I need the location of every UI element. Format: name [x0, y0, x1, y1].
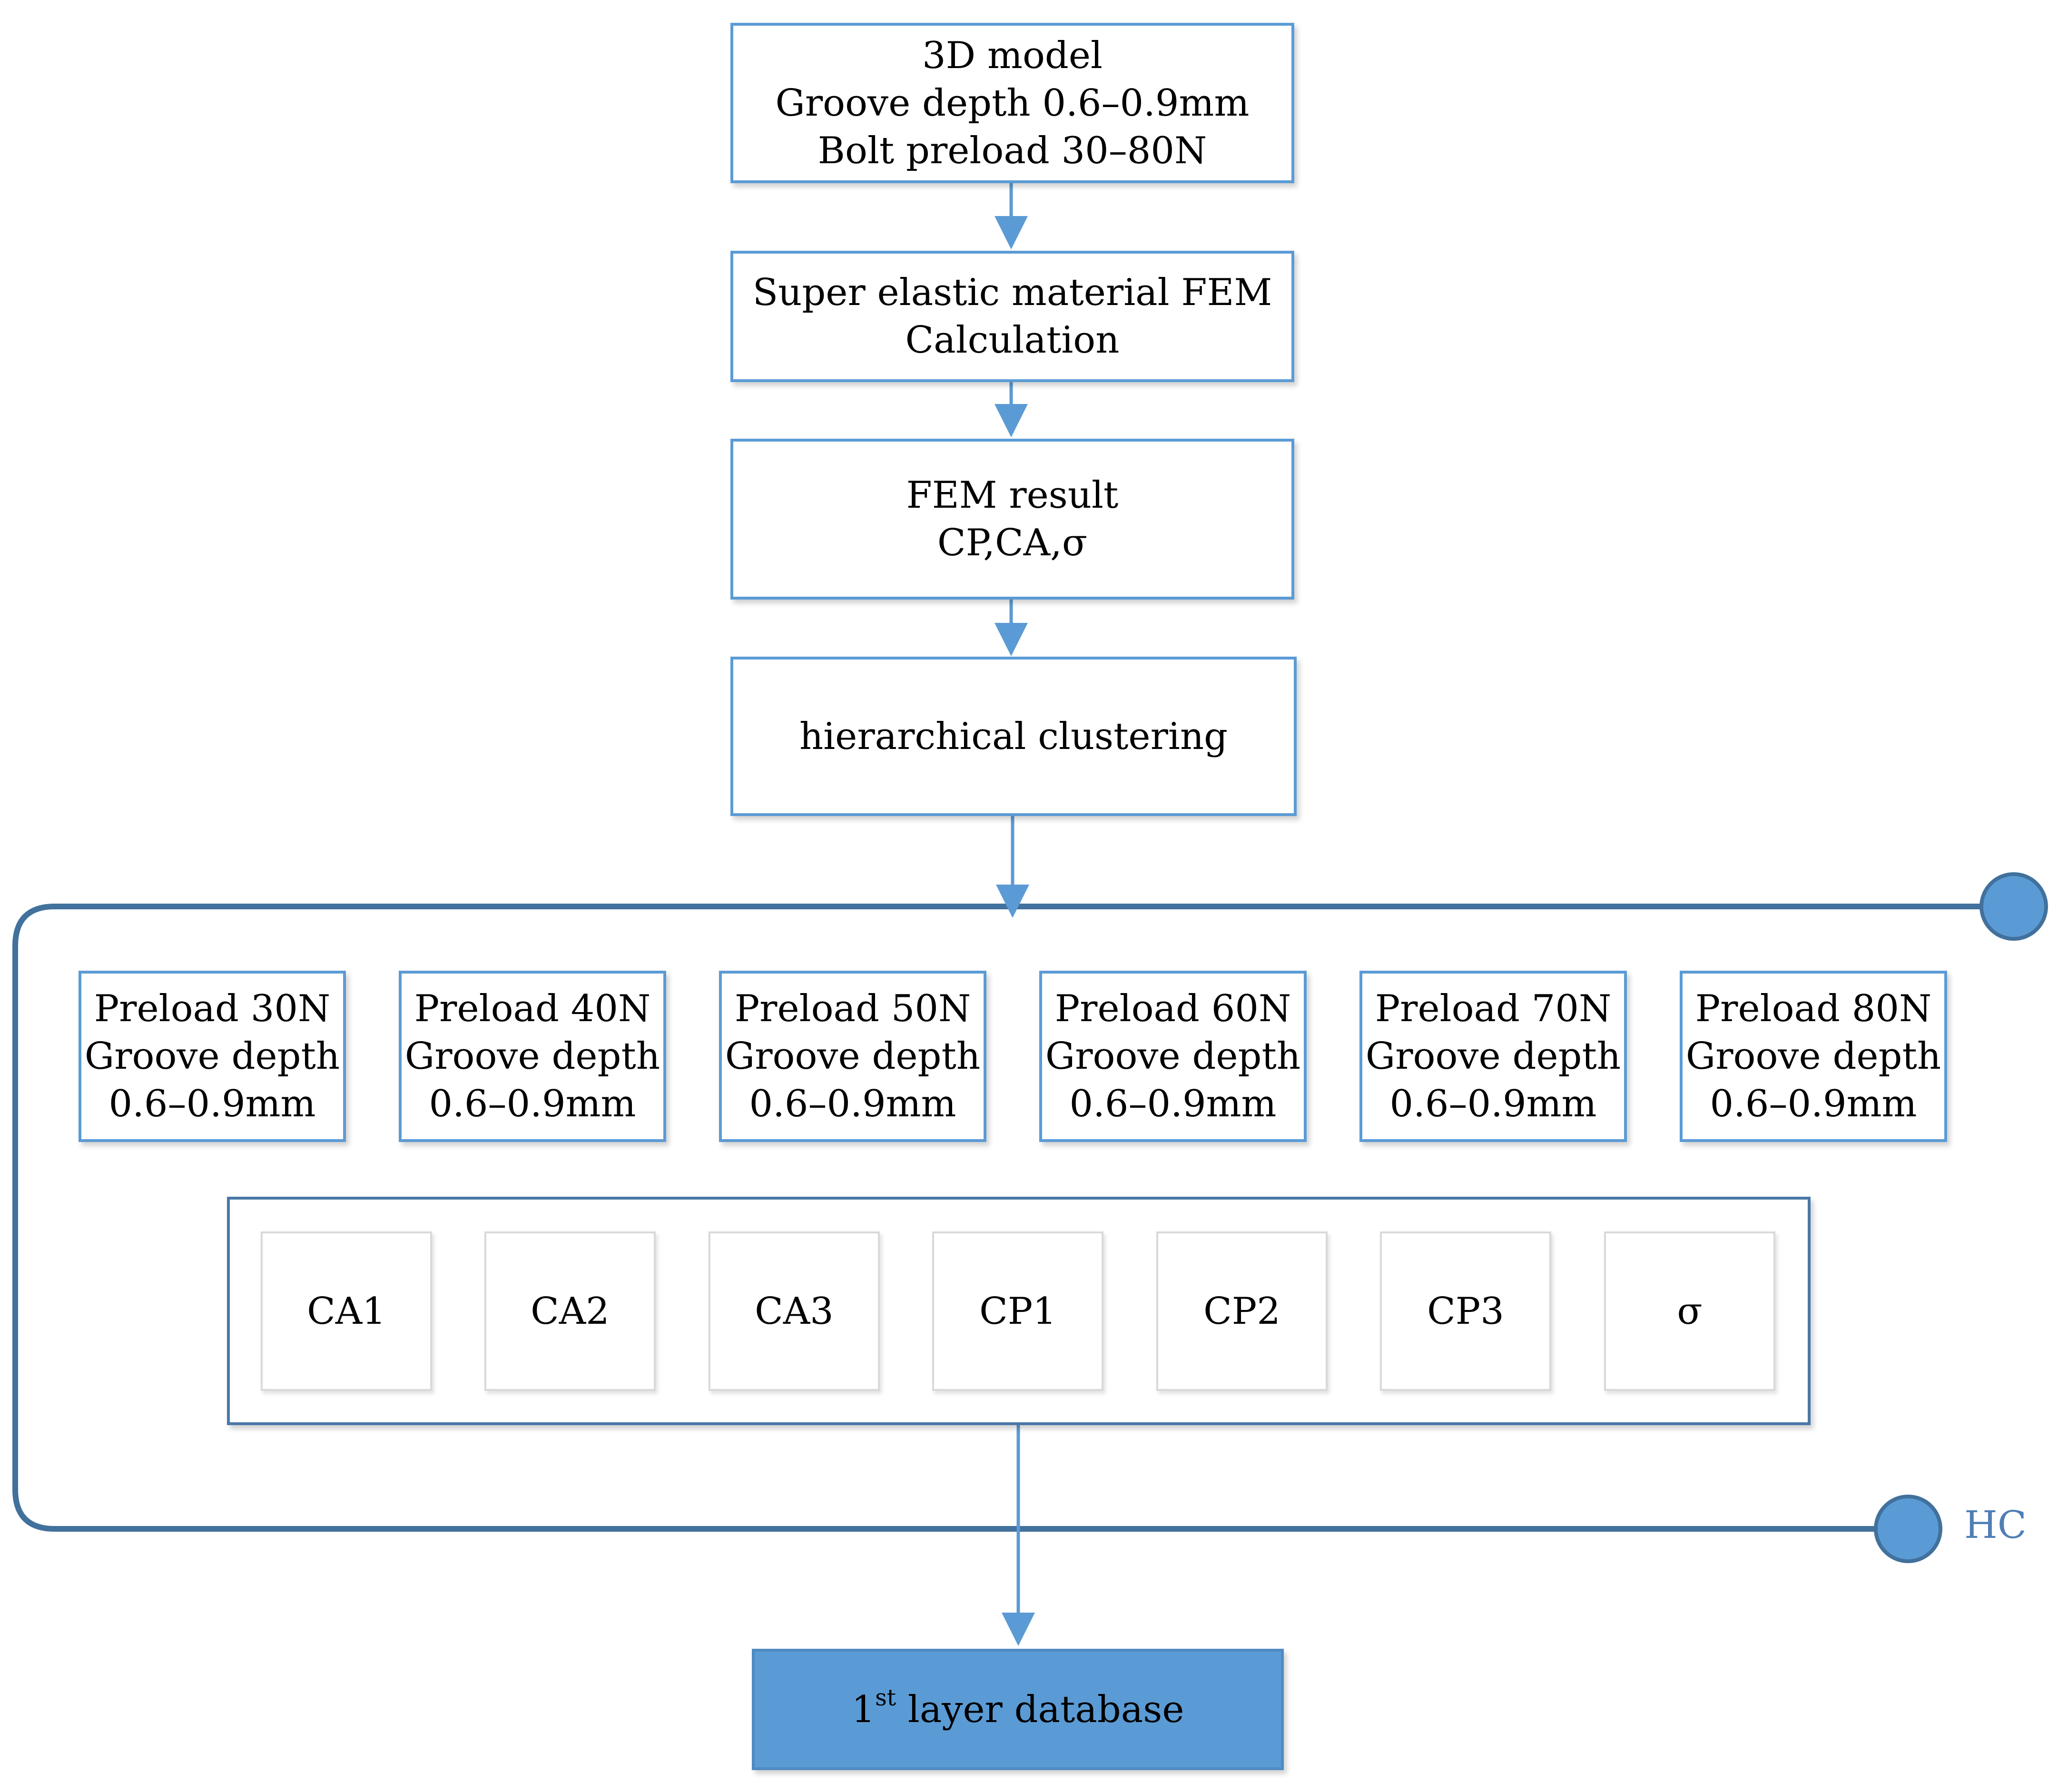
- preload-box-60n: Preload 60N Groove depth 0.6–0.9mm: [1039, 971, 1307, 1142]
- database-label: 1st layer database: [851, 1684, 1184, 1731]
- feature-cell-ca2: CA2: [484, 1231, 656, 1391]
- groove-range: 0.6–0.9mm: [749, 1083, 956, 1125]
- groove-label: Groove depth: [725, 1035, 981, 1078]
- groove-range: 0.6–0.9mm: [108, 1083, 316, 1125]
- groove-range: 0.6–0.9mm: [1710, 1083, 1917, 1125]
- fem-result-variables: CP,CA,σ: [937, 522, 1088, 564]
- fem-calculation-line2: Calculation: [905, 319, 1120, 362]
- preload-box-50n: Preload 50N Groove depth 0.6–0.9mm: [719, 971, 986, 1142]
- model-bolt-preload: Bolt preload 30–80N: [817, 129, 1207, 172]
- preload-label: Preload 80N: [1695, 987, 1932, 1030]
- groove-label: Groove depth: [1045, 1035, 1301, 1078]
- preload-label: Preload 40N: [414, 987, 651, 1030]
- database-ordinal-suffix: st: [875, 1684, 896, 1711]
- feature-cell-cp1: CP1: [932, 1231, 1103, 1391]
- groove-label: Groove depth: [1685, 1035, 1941, 1078]
- preload-box-80n: Preload 80N Groove depth 0.6–0.9mm: [1680, 971, 1947, 1142]
- feature-cell-cp3: CP3: [1380, 1231, 1551, 1391]
- groove-label: Groove depth: [84, 1035, 340, 1078]
- fem-calculation-box: Super elastic material FEM Calculation: [730, 251, 1294, 382]
- groove-range: 0.6–0.9mm: [429, 1083, 636, 1125]
- feature-cell-ca3: CA3: [709, 1231, 880, 1391]
- hc-label: HC: [1964, 1503, 2027, 1547]
- loop-top-node: [1979, 872, 2048, 941]
- model-box: 3D model Groove depth 0.6–0.9mm Bolt pre…: [730, 23, 1294, 183]
- hc-loop-path: [12, 904, 2013, 1532]
- database-text: layer database: [896, 1688, 1184, 1731]
- database-layer-number: 1: [851, 1688, 876, 1731]
- model-title: 3D model: [922, 34, 1103, 77]
- preload-box-30n: Preload 30N Groove depth 0.6–0.9mm: [79, 971, 346, 1142]
- hierarchical-clustering-box: hierarchical clustering: [730, 657, 1297, 816]
- loop-bottom-node: [1874, 1495, 1942, 1563]
- preload-label: Preload 30N: [94, 987, 331, 1030]
- model-groove-depth: Groove depth 0.6–0.9mm: [775, 81, 1250, 125]
- groove-label: Groove depth: [404, 1035, 660, 1078]
- groove-range: 0.6–0.9mm: [1069, 1083, 1277, 1125]
- feature-cell-ca1: CA1: [261, 1231, 432, 1391]
- first-layer-database-box: 1st layer database: [752, 1649, 1284, 1770]
- feature-cell-cp2: CP2: [1156, 1231, 1328, 1391]
- groove-range: 0.6–0.9mm: [1389, 1083, 1597, 1125]
- feature-cell-sigma: σ: [1604, 1231, 1775, 1391]
- fem-calculation-line1: Super elastic material FEM: [752, 271, 1272, 314]
- hierarchical-clustering-label: hierarchical clustering: [799, 715, 1228, 758]
- preload-label: Preload 70N: [1375, 987, 1612, 1030]
- groove-label: Groove depth: [1365, 1035, 1621, 1078]
- preload-box-40n: Preload 40N Groove depth 0.6–0.9mm: [399, 971, 666, 1142]
- preload-label: Preload 50N: [734, 987, 971, 1030]
- fem-result-box: FEM result CP,CA,σ: [730, 439, 1294, 600]
- fem-result-title: FEM result: [906, 474, 1119, 517]
- preload-box-70n: Preload 70N Groove depth 0.6–0.9mm: [1359, 971, 1627, 1142]
- preload-label: Preload 60N: [1054, 987, 1291, 1030]
